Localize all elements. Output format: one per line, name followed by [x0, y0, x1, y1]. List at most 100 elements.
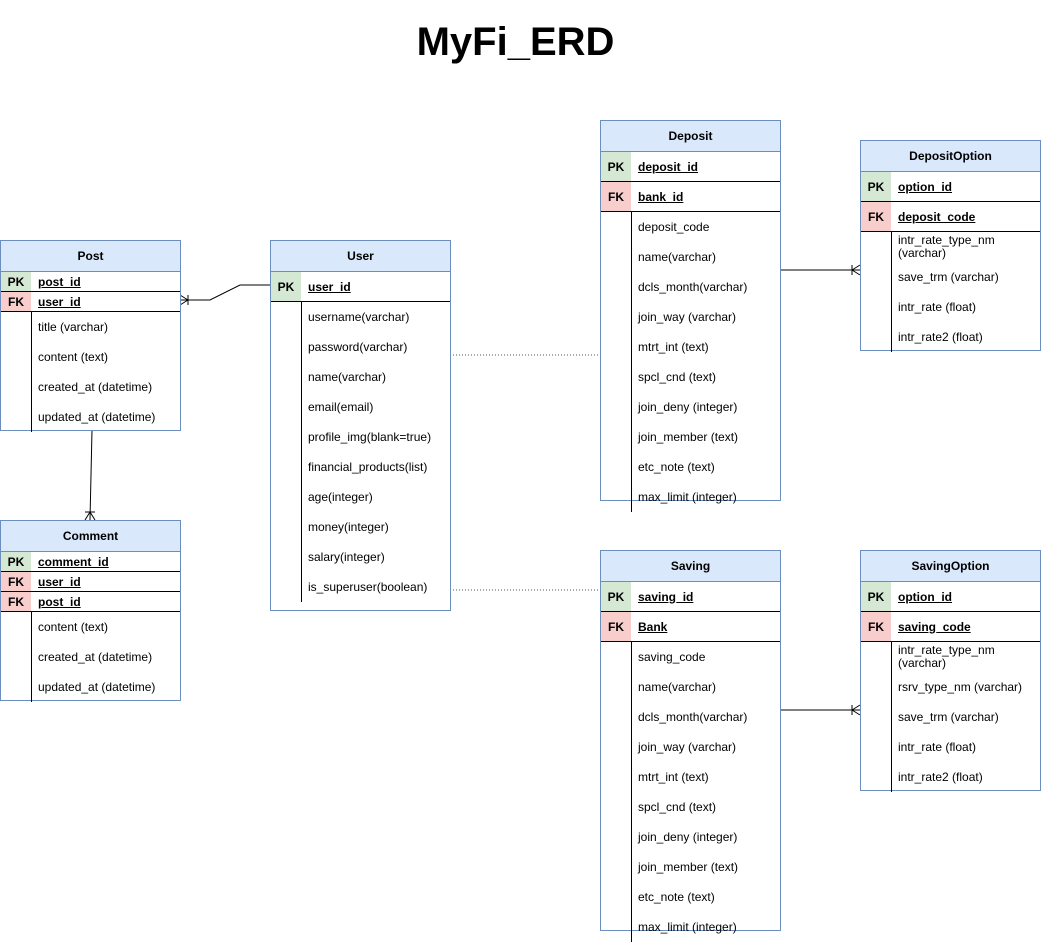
- field-list: username(varchar) password(varchar) name(v…: [271, 302, 450, 602]
- primary-key-row[interactable]: PK option_id: [861, 172, 1040, 202]
- field-row[interactable]: intr_rate_type_nm (varchar): [898, 233, 995, 260]
- pk-badge: PK: [1, 272, 31, 291]
- field-row[interactable]: content (text): [38, 619, 109, 634]
- field-row[interactable]: etc_note (text): [638, 889, 715, 904]
- field-list: intr_rate_type_nm (varchar) rsrv_type_nm …: [861, 642, 1040, 792]
- field-row[interactable]: updated_at (datetime): [38, 679, 156, 694]
- field-row[interactable]: intr_rate (float): [898, 739, 977, 754]
- field-row[interactable]: intr_rate2 (float): [898, 329, 983, 344]
- pk-badge: PK: [601, 152, 631, 181]
- key-name: post_id: [38, 274, 81, 289]
- field-row[interactable]: join_deny (integer): [638, 829, 738, 844]
- field-row[interactable]: intr_rate (float): [898, 299, 977, 314]
- key-name: user_id: [38, 574, 81, 589]
- field-row[interactable]: saving_code: [638, 649, 706, 664]
- field-row[interactable]: age(integer): [308, 489, 373, 504]
- field-row[interactable]: join_deny (integer): [638, 399, 738, 414]
- field-row[interactable]: name(varchar): [638, 249, 717, 264]
- field-row[interactable]: dcls_month(varchar): [638, 279, 748, 294]
- field-row[interactable]: created_at (datetime): [38, 379, 153, 394]
- pk-badge: PK: [861, 172, 891, 201]
- diagram-title: MyFi_ERD: [416, 20, 615, 64]
- field-row[interactable]: content (text): [38, 349, 109, 364]
- rel-user-post: [180, 284, 270, 301]
- table-header: Deposit: [601, 121, 780, 152]
- fk-badge: FK: [861, 612, 891, 641]
- field-row[interactable]: intr_rate2 (float): [898, 769, 983, 784]
- field-row[interactable]: email(email): [308, 399, 374, 414]
- field-row[interactable]: mtrt_int (text): [638, 339, 709, 354]
- field-row[interactable]: profile_img(blank=true): [308, 429, 432, 444]
- field-row[interactable]: created_at (datetime): [38, 649, 153, 664]
- field-row[interactable]: join_member (text): [638, 859, 739, 874]
- pk-badge: PK: [861, 582, 891, 611]
- table-header: DepositOption: [861, 141, 1040, 172]
- field-row[interactable]: dcls_month(varchar): [638, 709, 748, 724]
- field-list: content (text) created_at (datetime) updat…: [1, 612, 180, 702]
- key-name: post_id: [38, 594, 81, 609]
- field-row[interactable]: password(varchar): [308, 339, 408, 354]
- field-row[interactable]: max_limit (integer): [638, 919, 737, 934]
- field-row[interactable]: mtrt_int (text): [638, 769, 709, 784]
- field-row[interactable]: etc_note (text): [638, 459, 715, 474]
- primary-key-row[interactable]: PK deposit_id: [601, 152, 780, 182]
- primary-key-row[interactable]: PK comment_id: [1, 552, 180, 572]
- key-name: user_id: [308, 279, 351, 294]
- fk-badge: FK: [1, 592, 31, 611]
- key-name: comment_id: [38, 554, 109, 569]
- key-name: deposit_id: [638, 159, 699, 174]
- pk-badge: PK: [1, 552, 31, 571]
- fk-badge: FK: [601, 612, 631, 641]
- foreign-key-row[interactable]: FK user_id: [1, 572, 180, 592]
- field-row[interactable]: max_limit (integer): [638, 489, 737, 504]
- field-row[interactable]: salary(integer): [308, 549, 385, 564]
- field-row[interactable]: name(varchar): [308, 369, 387, 384]
- table-header: SavingOption: [861, 551, 1040, 582]
- crowfoot-saving-option: [851, 704, 861, 716]
- field-list: saving_code name(varchar) dcls_month(varch…: [601, 642, 780, 942]
- field-row[interactable]: rsrv_type_nm (varchar): [898, 679, 1023, 694]
- field-row[interactable]: join_way (varchar): [638, 309, 737, 324]
- primary-key-row[interactable]: PK user_id: [271, 272, 450, 302]
- foreign-key-row[interactable]: FK post_id: [1, 592, 180, 612]
- pk-badge: PK: [271, 272, 301, 301]
- field-row[interactable]: intr_rate_type_nm (varchar): [898, 643, 995, 670]
- crowfoot-deposit-option: [851, 264, 861, 276]
- table-header: Saving: [601, 551, 780, 582]
- field-row[interactable]: save_trm (varchar): [898, 709, 999, 724]
- fk-badge: FK: [601, 182, 631, 211]
- field-row[interactable]: name(varchar): [638, 679, 717, 694]
- field-row[interactable]: money(integer): [308, 519, 389, 534]
- field-row[interactable]: spcl_cnd (text): [638, 799, 717, 814]
- field-row[interactable]: updated_at (datetime): [38, 409, 156, 424]
- field-row[interactable]: financial_products(list): [308, 459, 428, 474]
- field-row[interactable]: is_superuser(boolean): [308, 579, 428, 594]
- field-row[interactable]: spcl_cnd (text): [638, 369, 717, 384]
- fk-badge: FK: [1, 572, 31, 591]
- field-row[interactable]: deposit_code: [638, 219, 710, 234]
- field-row[interactable]: join_member (text): [638, 429, 739, 444]
- primary-key-row[interactable]: PK post_id: [1, 272, 180, 292]
- key-name: option_id: [898, 179, 952, 194]
- crowfoot-post: [179, 294, 189, 306]
- field-row[interactable]: save_trm (varchar): [898, 269, 999, 284]
- field-row[interactable]: title (varchar): [38, 319, 109, 334]
- field-row[interactable]: join_way (varchar): [638, 739, 737, 754]
- fk-badge: FK: [1, 292, 31, 311]
- field-row[interactable]: username(varchar): [308, 309, 410, 324]
